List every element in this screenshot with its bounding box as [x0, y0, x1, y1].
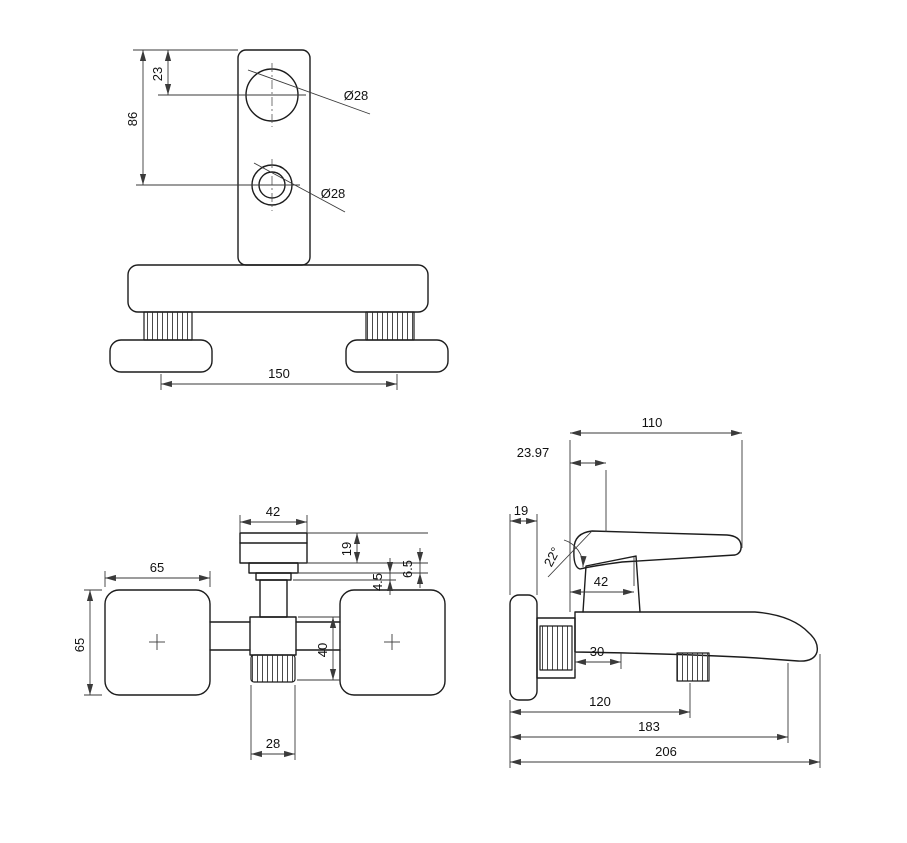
right-wall-flange [339, 589, 446, 696]
dim-label-28: 28 [266, 736, 280, 751]
top-view-dimensions: 23 86 Ø28 Ø28 150 [125, 49, 398, 390]
top-view-part [109, 49, 449, 373]
dim-label-23-97: 23.97 [517, 445, 550, 460]
cap-step-small [255, 572, 292, 581]
side-view-part [509, 530, 819, 701]
mounting-plate [127, 264, 429, 313]
dim-label-86: 86 [125, 112, 140, 126]
side-view-dimensions: 110 23.97 19 22° 42 30 120 183 [509, 415, 821, 768]
spout-profile [574, 611, 819, 662]
right-foot [345, 339, 449, 373]
angle-reference-line [547, 530, 593, 578]
top-view: 23 86 Ø28 Ø28 150 [109, 49, 449, 390]
dim-label-183: 183 [638, 719, 660, 734]
angle-arc [563, 539, 587, 568]
handle-cap [239, 532, 308, 564]
cap-step-large [248, 562, 299, 574]
dim-label-65-height: 65 [72, 638, 87, 652]
left-mounting-nut [143, 311, 193, 341]
dim-label-65-width: 65 [150, 560, 164, 575]
left-wall-flange [104, 589, 211, 696]
dim-label-42-side: 42 [594, 574, 608, 589]
leader-line-lower-hole [253, 162, 346, 213]
dim-label-19-side: 19 [514, 503, 528, 518]
dim-label-40: 40 [315, 643, 330, 657]
front-view-dimensions: 42 19 6.5 4.5 65 65 [72, 504, 428, 760]
handle-lever [573, 530, 742, 570]
dim-label-206: 206 [655, 744, 677, 759]
dim-label-d28-upper: Ø28 [344, 88, 369, 103]
dim-label-23: 23 [150, 67, 165, 81]
dim-label-30: 30 [590, 644, 604, 659]
aerator-side [676, 652, 710, 682]
body-neck [582, 555, 641, 613]
side-view: 110 23.97 19 22° 42 30 120 183 [509, 415, 821, 768]
right-mounting-nut [365, 311, 415, 341]
left-foot [109, 339, 213, 373]
dim-label-150: 150 [268, 366, 290, 381]
spout-body [249, 616, 297, 656]
aerator-ring [250, 654, 296, 683]
dim-label-110: 110 [642, 415, 663, 430]
valve-knurl [539, 625, 573, 671]
dim-label-120: 120 [589, 694, 611, 709]
body-stem [259, 579, 288, 618]
front-view: 42 19 6.5 4.5 65 65 [72, 504, 446, 760]
dim-label-19: 19 [339, 542, 354, 556]
dim-label-4-5: 4.5 [370, 573, 385, 591]
front-view-part [104, 532, 446, 696]
dim-label-22deg: 22° [541, 545, 563, 569]
dim-label-6-5: 6.5 [400, 560, 415, 578]
dim-label-d28-lower: Ø28 [321, 186, 346, 201]
leader-line-upper-hole [247, 69, 371, 115]
wall-plate [509, 594, 538, 701]
dim-label-42: 42 [266, 504, 280, 519]
